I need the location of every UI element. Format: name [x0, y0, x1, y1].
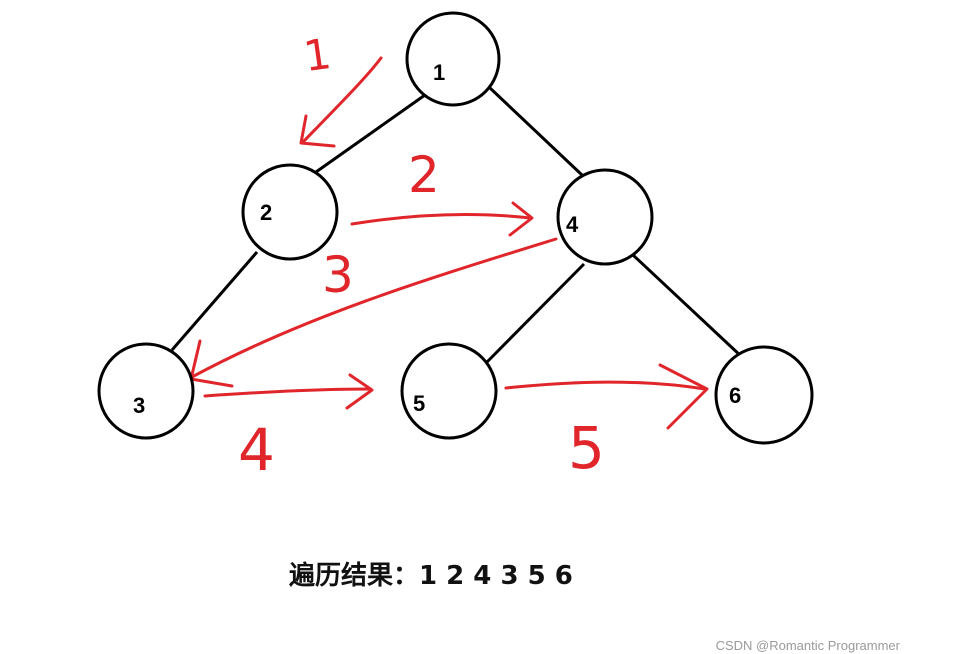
step-label-3: 3 [322, 246, 354, 304]
result-label: 遍历结果： [289, 561, 420, 591]
traversal-arrowhead-3 [189, 339, 234, 388]
step-labels: 1 2 3 4 5 [238, 29, 605, 484]
edge-4-6 [631, 253, 744, 359]
traversal-arrow-1 [301, 56, 383, 144]
step-label-1: 1 [301, 29, 334, 81]
tree-node-6: 6 [714, 345, 814, 445]
traversal-arrow-5 [504, 380, 707, 391]
traversal-arrowhead-4 [345, 373, 374, 410]
traversal-arrows [189, 56, 709, 430]
traversal-result: 遍历结果：1 2 4 3 5 6 [289, 555, 573, 592]
tree-node-1: 1 [405, 11, 501, 107]
traversal-arrow-4 [203, 387, 372, 398]
traversal-arrow-2 [350, 212, 532, 226]
traversal-arrow-3 [190, 237, 558, 379]
edge-1-2 [315, 93, 426, 174]
node-label-5: 5 [413, 391, 425, 416]
node-label-3: 3 [133, 393, 145, 418]
tree-node-2: 2 [241, 163, 339, 261]
node-label-6: 6 [729, 383, 741, 408]
edge-1-4 [488, 86, 584, 177]
tree-edges [170, 86, 744, 364]
step-label-4: 4 [238, 416, 275, 484]
tree-node-5: 5 [400, 342, 498, 440]
tree-node-4: 4 [556, 168, 654, 266]
traversal-arrowhead-5 [658, 363, 709, 430]
traversal-arrowhead-2 [508, 201, 534, 237]
step-label-5: 5 [568, 414, 605, 482]
node-label-1: 1 [433, 60, 445, 85]
result-sequence: 1 2 4 3 5 6 [419, 561, 573, 591]
edge-2-3 [170, 251, 259, 351]
tree-nodes: 1 2 4 3 5 6 [97, 11, 814, 445]
tree-node-3: 3 [97, 342, 195, 440]
node-label-2: 2 [260, 200, 272, 225]
edge-4-5 [485, 262, 586, 364]
watermark: CSDN @Romantic Programmer [715, 638, 900, 653]
traversal-arrowhead-1 [299, 114, 336, 148]
node-label-4: 4 [566, 212, 579, 237]
step-label-2: 2 [408, 146, 440, 204]
